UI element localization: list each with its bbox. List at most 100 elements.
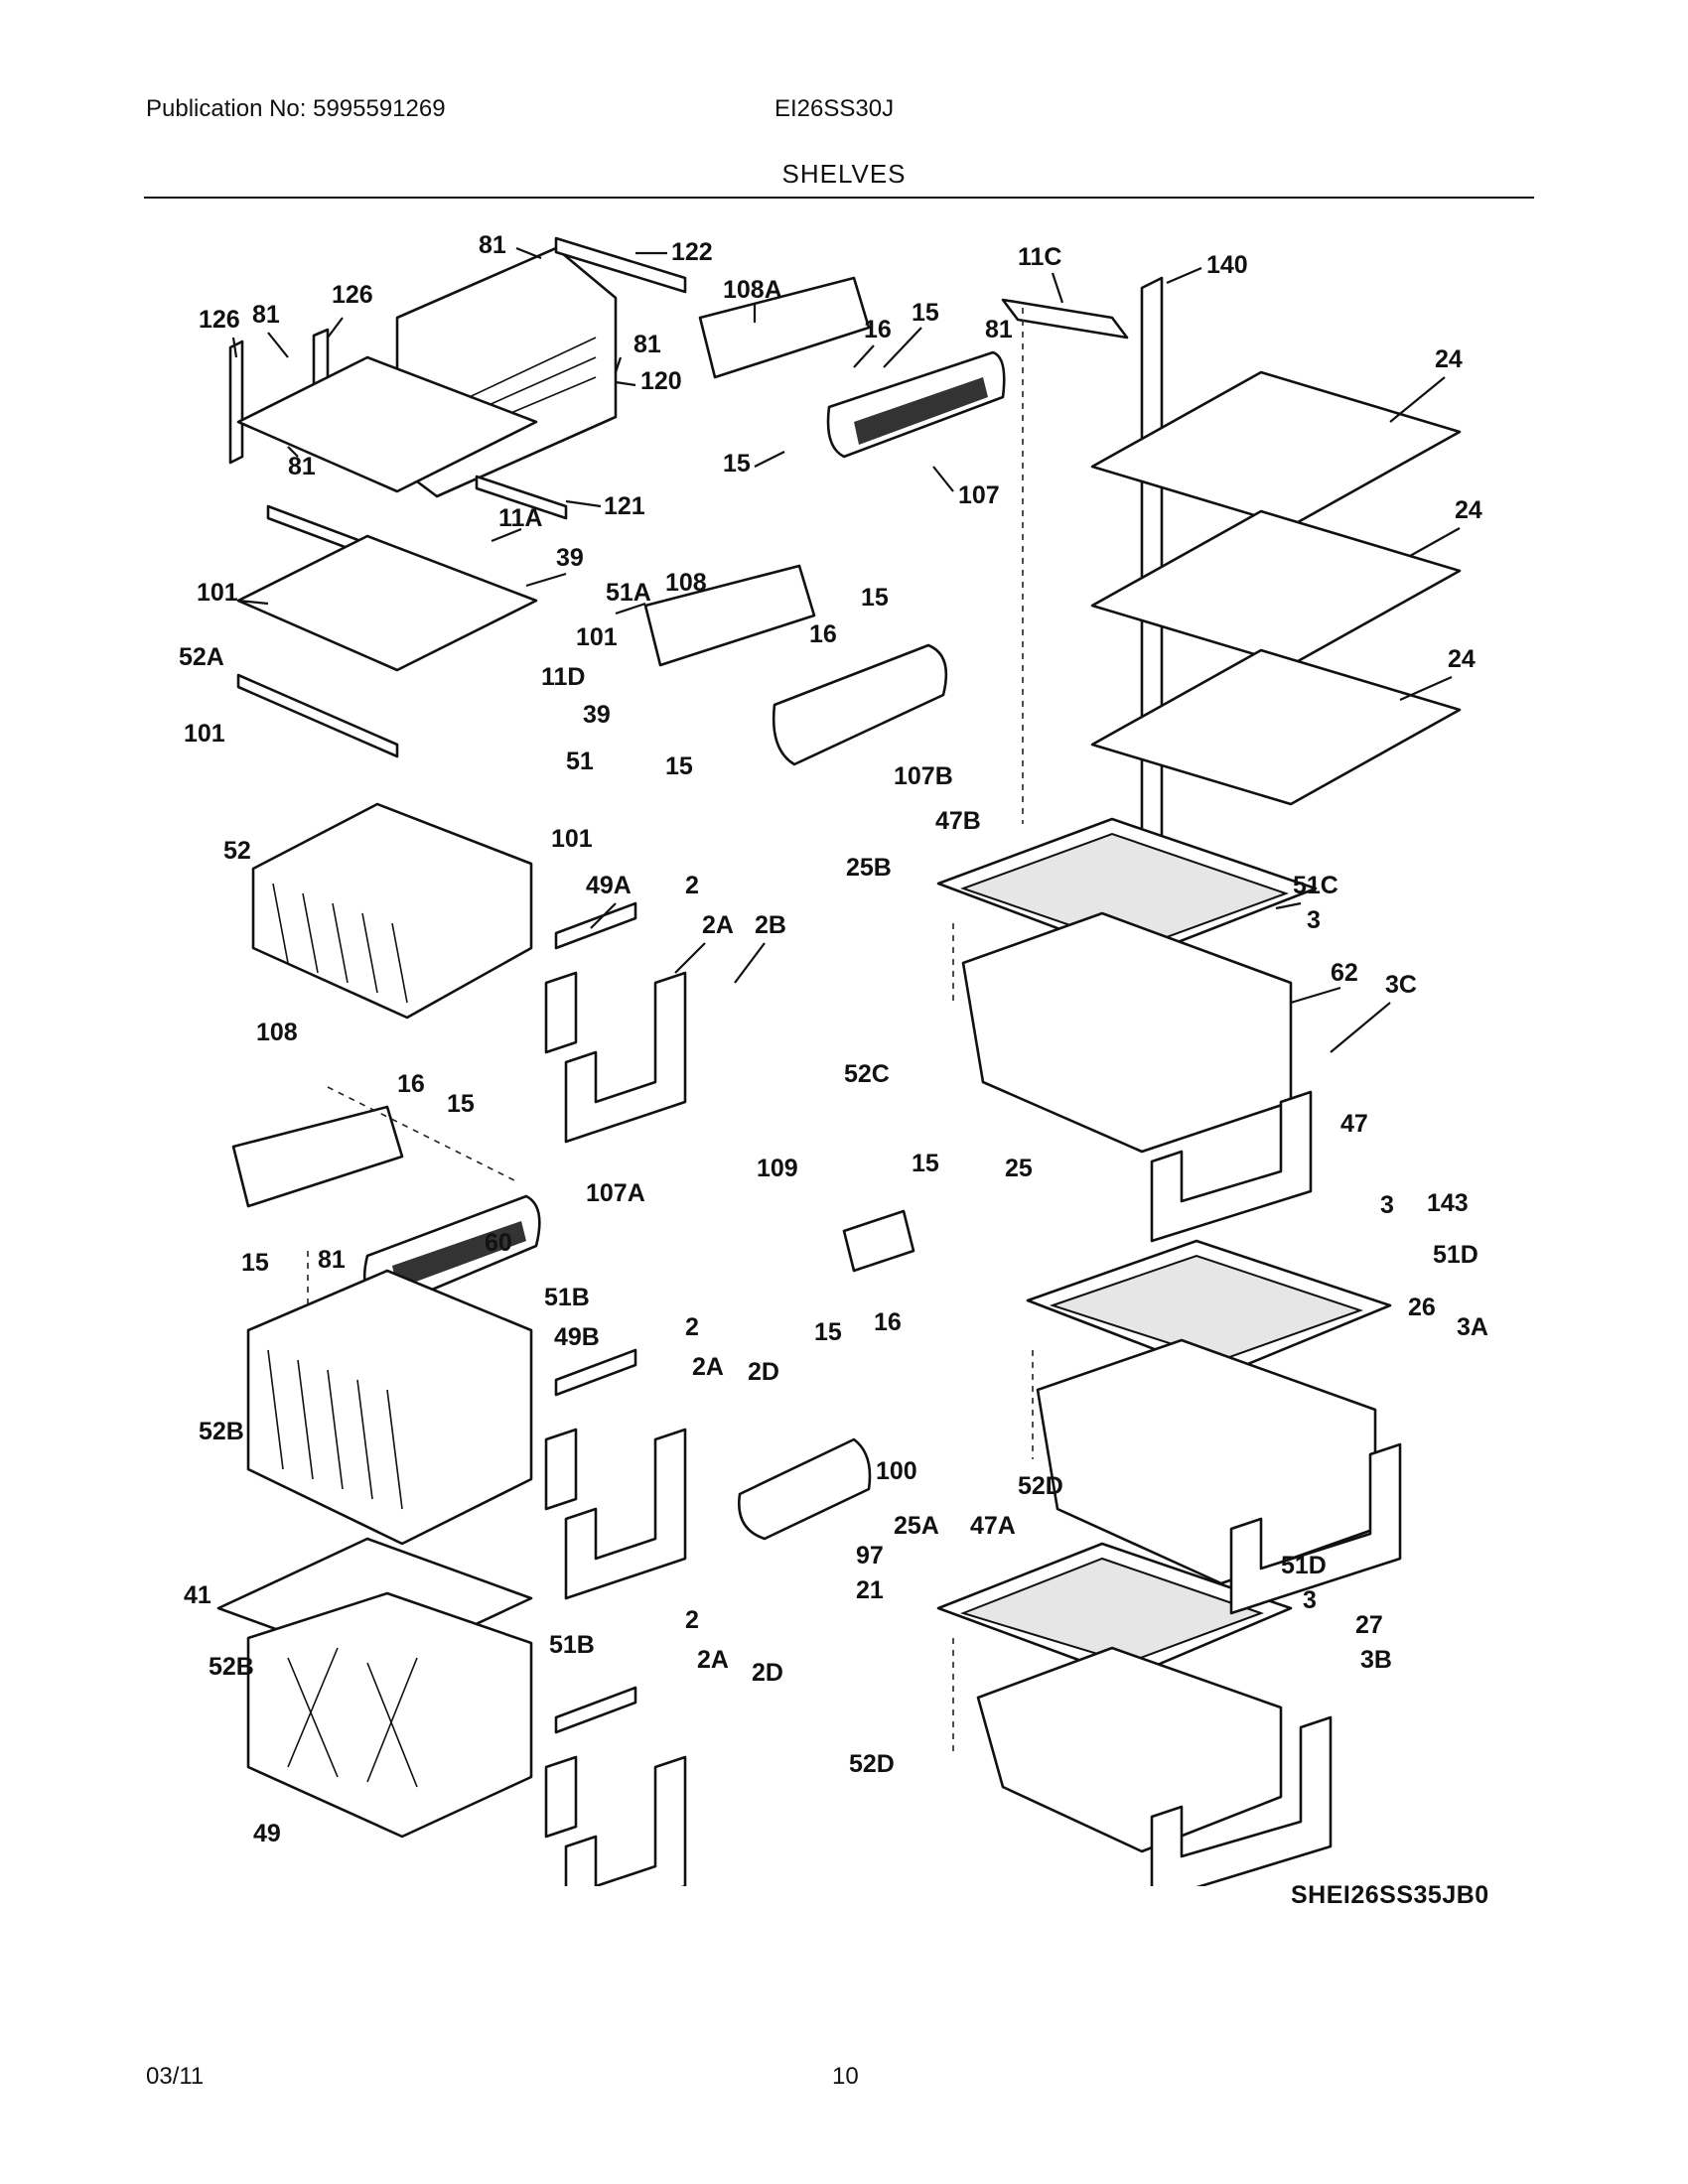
callout: 11D (541, 663, 585, 691)
callout: 3 (1307, 906, 1321, 934)
callout: 108 (665, 569, 707, 597)
callout: 51C (1293, 872, 1338, 899)
callout: 81 (985, 316, 1013, 343)
callout: 11A (498, 504, 542, 532)
callout: 16 (397, 1070, 425, 1098)
callout: 25 (1005, 1155, 1033, 1182)
callout: 39 (556, 544, 584, 572)
callout: 126 (332, 281, 373, 309)
header-divider (144, 197, 1534, 199)
callout: 16 (874, 1308, 902, 1336)
callout: 11C (1018, 243, 1061, 271)
callout: 49 (253, 1820, 281, 1847)
callout: 47B (935, 807, 981, 835)
callout: 101 (576, 623, 618, 651)
page-title: SHELVES (781, 159, 907, 189)
model-number: EI26SS30J (774, 95, 895, 122)
callout: 15 (241, 1249, 269, 1277)
callout: 81 (479, 231, 506, 259)
callout: 126 (199, 306, 240, 334)
diagram-reference-code: SHEI26SS35JB0 (1291, 1881, 1489, 1909)
callout: 52B (199, 1418, 244, 1445)
callout: 101 (184, 720, 225, 748)
callout: 109 (757, 1155, 798, 1182)
callout: 52A (179, 643, 224, 671)
callout: 47A (970, 1512, 1016, 1540)
callout: 101 (551, 825, 593, 853)
page-number: 10 (832, 2063, 859, 2090)
callout: 24 (1448, 645, 1476, 673)
callout: 41 (184, 1581, 211, 1609)
callout: 16 (809, 620, 837, 648)
callout: 81 (288, 453, 316, 480)
callout: 15 (723, 450, 751, 478)
callout: 39 (583, 701, 611, 729)
callout: 51D (1433, 1241, 1478, 1269)
parts-artwork (216, 236, 1462, 1886)
callout: 52C (844, 1060, 890, 1088)
callout-labels: 81 122 126 81 126 81 120 121 81 108A 16 … (179, 231, 1488, 1847)
callout: 62 (1331, 959, 1358, 987)
leader-lines (231, 246, 1461, 1053)
callout: 15 (861, 584, 889, 612)
callout: 97 (856, 1542, 884, 1570)
callout: 24 (1455, 496, 1482, 524)
callout: 108 (256, 1019, 298, 1046)
callout: 25A (894, 1512, 939, 1540)
callout: 2D (752, 1659, 783, 1687)
callout: 3B (1360, 1646, 1392, 1674)
callout: 2D (748, 1358, 779, 1386)
callout: 100 (876, 1457, 917, 1485)
callout: 51B (544, 1284, 590, 1311)
callout: 15 (912, 1150, 939, 1177)
callout: 3A (1457, 1313, 1488, 1341)
callout: 2 (685, 872, 699, 899)
callout: 52D (1018, 1472, 1063, 1500)
callout: 49B (554, 1323, 600, 1351)
callout: 2 (685, 1606, 699, 1634)
callout: 3 (1303, 1586, 1317, 1614)
callout: 15 (912, 299, 939, 327)
callout: 2A (697, 1646, 729, 1674)
callout: 52D (849, 1750, 895, 1778)
callout: 51A (606, 579, 651, 607)
callout: 52 (223, 837, 251, 865)
callout: 2B (755, 911, 786, 939)
exploded-parts-diagram: 81 122 126 81 126 81 120 121 81 108A 16 … (179, 231, 1488, 1886)
callout: 26 (1408, 1294, 1436, 1321)
callout: 143 (1427, 1189, 1469, 1217)
callout: 15 (814, 1318, 842, 1346)
callout: 121 (604, 492, 645, 520)
footer-date: 03/11 (146, 2063, 205, 2090)
callout: 3 (1380, 1191, 1394, 1219)
callout: 3C (1385, 971, 1417, 999)
callout: 2A (692, 1353, 724, 1381)
publication-number: Publication No: 5995591269 (146, 95, 446, 122)
callout: 51D (1281, 1552, 1327, 1579)
callout: 81 (252, 301, 280, 329)
callout: 47 (1340, 1110, 1368, 1138)
callout: 101 (197, 579, 238, 607)
callout: 60 (485, 1229, 512, 1257)
callout: 122 (671, 238, 713, 266)
callout: 2 (685, 1313, 699, 1341)
callout: 27 (1355, 1611, 1383, 1639)
callout: 107B (894, 762, 953, 790)
callout: 81 (633, 331, 661, 358)
callout: 81 (318, 1246, 346, 1274)
callout: 16 (864, 316, 892, 343)
callout: 107 (958, 481, 1000, 509)
callout: 21 (856, 1576, 884, 1604)
callout: 120 (640, 367, 682, 395)
callout: 108A (723, 276, 782, 304)
callout: 51 (566, 748, 594, 775)
callout: 49A (586, 872, 632, 899)
callout: 25B (846, 854, 892, 882)
callout: 24 (1435, 345, 1463, 373)
callout: 2A (702, 911, 734, 939)
callout: 52B (209, 1653, 254, 1681)
callout: 107A (586, 1179, 645, 1207)
callout: 15 (665, 752, 693, 780)
callout: 15 (447, 1090, 475, 1118)
callout: 51B (549, 1631, 595, 1659)
